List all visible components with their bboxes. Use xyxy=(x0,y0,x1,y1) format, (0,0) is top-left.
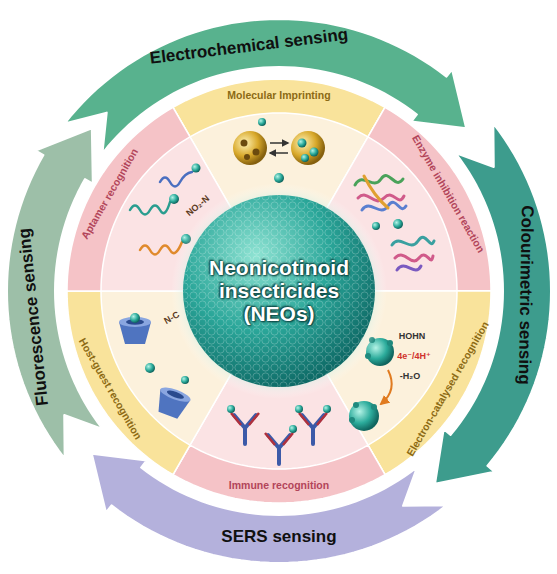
node-outline xyxy=(173,79,385,137)
sensing-label: Colourimetric sensing xyxy=(513,145,537,445)
chemical-label: HOHN xyxy=(399,332,426,341)
sector-label: Immune recognition xyxy=(174,480,384,492)
chemical-label: -H₂O xyxy=(400,372,421,381)
node-outline xyxy=(67,291,190,475)
node-outline xyxy=(67,107,190,291)
central-sphere: Neonicotinoid insecticides (NEOs) xyxy=(171,183,387,399)
chemical-label: 4e⁻/4H⁺ xyxy=(397,352,431,361)
node-outline xyxy=(368,107,491,291)
sensing-label: SERS sensing xyxy=(129,528,429,547)
center-title: Neonicotinoid insecticides (NEOs) xyxy=(189,256,369,325)
sphere-body xyxy=(183,195,375,387)
sphere-glow xyxy=(171,183,387,399)
sector-label: Molecular Imprinting xyxy=(174,90,384,102)
node-outline xyxy=(368,291,491,475)
sphere-texture xyxy=(183,195,375,387)
node-outline xyxy=(173,445,385,503)
